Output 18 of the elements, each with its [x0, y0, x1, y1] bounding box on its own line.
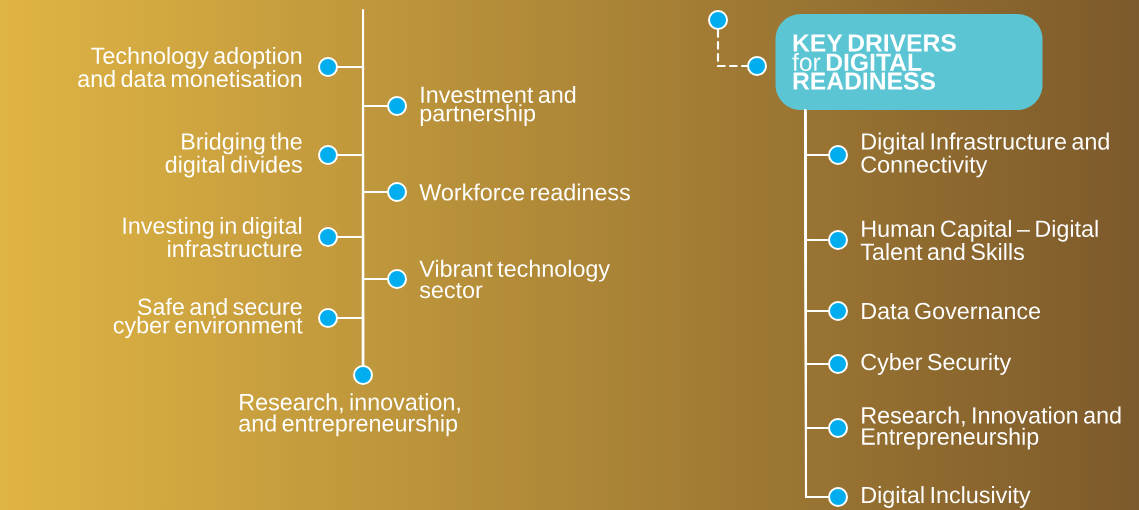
connector-line: [336, 316, 365, 367]
item-label: Vibrant technology sector: [419, 259, 610, 299]
item-label: Safe and secure cyber environment: [113, 297, 303, 339]
item-label: Investing in digital infrastructure: [123, 216, 302, 258]
item-label: Investment and partnership: [420, 85, 576, 127]
item-label: Human Capital – Digital Talent and Skills: [860, 219, 1098, 261]
connector-line: [716, 28, 749, 68]
header-box: KEY DRIVERS for DIGITAL READINESS: [775, 14, 1043, 110]
item-label: Research, innovation, and entrepreneurship: [239, 393, 460, 437]
item-label: Digital Infrastructure and Connectivity: [861, 132, 1109, 178]
item-label: Digital Inclusivity: [862, 486, 1031, 508]
item-label: Bridging the digital divides: [165, 132, 302, 178]
item-label: Technology adoption and data monetisation: [78, 46, 302, 88]
item-label: Cyber Security: [861, 353, 1012, 375]
item-label: Research, Innovation and Entrepreneurship: [862, 406, 1121, 450]
connector-line: [804, 109, 830, 499]
item-label: Data Governance: [862, 302, 1041, 320]
item-label: Workforce readiness: [419, 183, 630, 201]
